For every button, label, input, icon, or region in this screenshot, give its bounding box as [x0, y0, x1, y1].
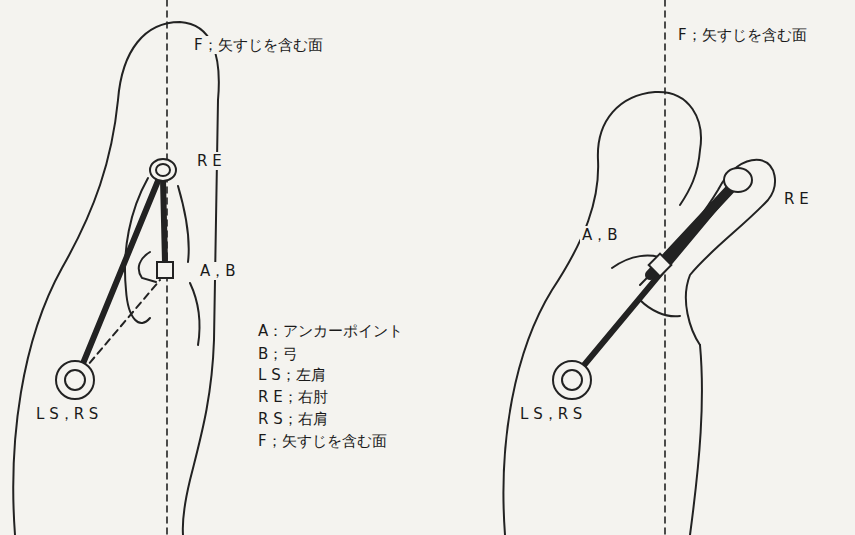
- legend-line: A：アンカーポイント: [256, 322, 405, 340]
- shoulder-joint: [562, 370, 582, 390]
- joint-label: L S，R S: [34, 405, 100, 423]
- shoulder-joint: [553, 361, 591, 399]
- legend-line: B；弓: [256, 345, 300, 363]
- upper-arm-line: [77, 176, 160, 378]
- anchor-label: A，B: [580, 226, 620, 244]
- anchor-label: A，B: [198, 262, 238, 280]
- joint-label: R E: [782, 190, 811, 208]
- arm-outline: [690, 345, 702, 535]
- hand-outline: [190, 283, 200, 345]
- arm-outline: [640, 160, 775, 345]
- shoulder-anchor-line: [82, 280, 160, 372]
- plane-label: F；矢すじを含む面: [192, 36, 325, 54]
- body-outline: [503, 92, 700, 535]
- joint-label: L S，R S: [518, 405, 584, 423]
- elbow-joint: [156, 164, 170, 176]
- arm-line: [575, 184, 735, 376]
- legend-line: R E；右肘: [256, 388, 330, 406]
- anchor-square: [649, 254, 672, 277]
- shoulder-joint: [65, 370, 85, 390]
- shoulder-joint: [56, 361, 94, 399]
- elbow-joint: [724, 168, 752, 192]
- legend-line: R S；右肩: [256, 410, 330, 428]
- elbow-joint: [150, 159, 176, 181]
- legend-line: F；矢すじを含む面: [256, 432, 389, 450]
- body-outline: [13, 22, 219, 535]
- anchor-square: [157, 262, 173, 278]
- joint-label: R E: [195, 152, 224, 170]
- legend-line: L S；左肩: [256, 366, 328, 384]
- forearm-line: [163, 180, 165, 262]
- plane-label: F；矢すじを含む面: [676, 26, 809, 44]
